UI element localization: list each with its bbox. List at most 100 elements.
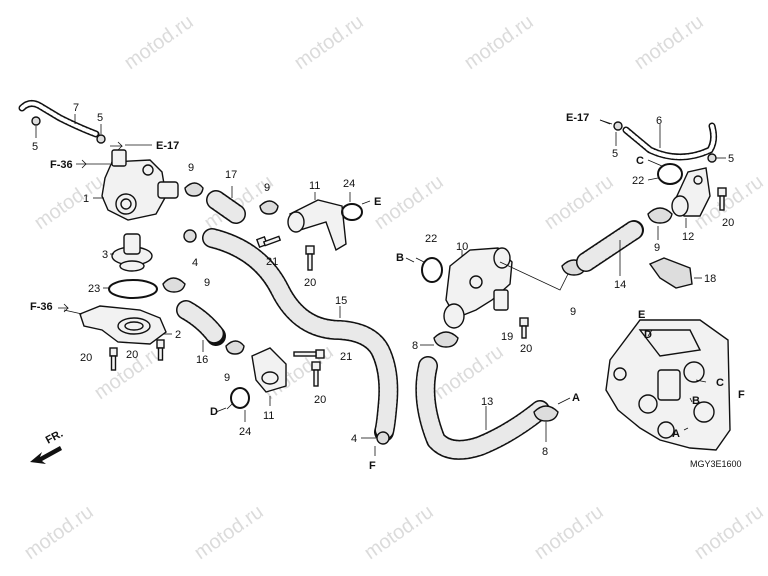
watermark-text: motod.ru xyxy=(30,171,107,234)
hose-17 xyxy=(206,190,246,224)
ref-e-engine[interactable]: E xyxy=(638,309,645,321)
label-part-6: 6 xyxy=(656,115,662,127)
clip-5-left xyxy=(31,116,41,126)
siphon-tube-6 xyxy=(622,122,718,161)
bolt-20-top xyxy=(305,245,315,271)
hose-clamp-9-c xyxy=(259,200,279,215)
label-part-8: 8 xyxy=(412,340,418,352)
label-part-1: 1 xyxy=(83,193,89,205)
label-part-9: 9 xyxy=(204,277,210,289)
bolt-20-left-2 xyxy=(156,339,165,361)
diagram-code: MGY3E1600 xyxy=(690,459,742,469)
ref-b-left[interactable]: B xyxy=(396,252,404,264)
label-part-16: 16 xyxy=(196,354,208,366)
label-part-21: 21 xyxy=(266,256,278,268)
water-pipe-11-lower xyxy=(251,347,287,393)
label-part-19: 19 xyxy=(501,331,513,343)
o-ring-22-right xyxy=(657,163,683,185)
front-direction-arrow-icon xyxy=(30,446,62,464)
water-joint-12 xyxy=(671,167,711,217)
bolt-21-lower xyxy=(293,349,325,359)
ref-a-engine[interactable]: A xyxy=(672,428,680,440)
label-part-13: 13 xyxy=(481,396,493,408)
ref-a-mid[interactable]: A xyxy=(572,392,580,404)
label-part-9: 9 xyxy=(224,372,230,384)
watermark-text: motod.ru xyxy=(190,501,267,564)
hose-clamp-8 xyxy=(433,331,459,348)
clip-5-upper xyxy=(96,134,106,144)
label-part-11: 11 xyxy=(309,180,320,192)
ref-e17-right[interactable]: E-17 xyxy=(566,112,589,124)
ref-f36-top[interactable]: F-36 xyxy=(50,159,73,171)
watermark-text: motod.ru xyxy=(290,11,367,74)
label-part-12: 12 xyxy=(682,231,694,243)
label-part-24: 24 xyxy=(239,426,251,438)
label-part-20: 20 xyxy=(722,217,734,229)
thermostat-housing-1 xyxy=(101,149,179,221)
label-part-18: 18 xyxy=(704,273,716,285)
label-part-22: 22 xyxy=(632,175,644,187)
watermark-text: motod.ru xyxy=(360,501,437,564)
radiator-hose-15 xyxy=(202,228,399,442)
ref-d-engine[interactable]: D xyxy=(644,329,652,341)
label-part-10: 10 xyxy=(456,241,468,253)
label-part-23: 23 xyxy=(88,283,100,295)
label-part-20: 20 xyxy=(80,352,92,364)
label-part-8: 8 xyxy=(542,446,548,458)
label-part-20: 20 xyxy=(126,349,138,361)
o-ring-22-left xyxy=(421,257,443,283)
ref-f36-mid[interactable]: F-36 xyxy=(30,301,53,313)
label-part-22: 22 xyxy=(425,233,437,245)
label-part-5: 5 xyxy=(612,148,618,160)
hose-clamp-9 xyxy=(162,277,186,293)
ref-e17-left[interactable]: E-17 xyxy=(156,140,179,152)
hose-clamp-9-b xyxy=(184,182,204,197)
reference-arrows xyxy=(58,119,611,413)
clip-5-right xyxy=(707,153,717,163)
label-part-24: 24 xyxy=(343,178,355,190)
water-pipe-11-top xyxy=(287,199,347,252)
o-ring-23 xyxy=(108,279,158,299)
water-inlet-joint-2 xyxy=(79,305,167,345)
ref-b-engine[interactable]: B xyxy=(692,395,700,407)
water-hose-16 xyxy=(176,300,226,346)
ref-f-engine[interactable]: F xyxy=(738,389,745,401)
part-labels: 7 5 5 E-17 F-36 1 9 17 9 11 24 E 4 21 3 … xyxy=(30,102,745,472)
bolt-19 xyxy=(493,289,509,311)
hose-clamp-9-f xyxy=(647,207,673,224)
clip-4-bottom xyxy=(376,431,390,445)
label-part-4: 4 xyxy=(192,257,198,269)
ref-f-bottom[interactable]: F xyxy=(369,460,376,472)
bolt-21-top xyxy=(255,235,282,249)
watermark-layer: motod.ru motod.ru motod.ru motod.ru moto… xyxy=(20,11,767,564)
bolt-20-left xyxy=(109,347,118,371)
clip-4 xyxy=(183,229,197,243)
watermark-text: motod.ru xyxy=(630,11,707,74)
bolt-20-pump xyxy=(519,317,529,339)
ref-c-right[interactable]: C xyxy=(636,155,644,167)
bolt-20-lower xyxy=(311,361,321,387)
label-part-4: 4 xyxy=(351,433,357,445)
label-part-14: 14 xyxy=(614,279,626,291)
label-part-9: 9 xyxy=(188,162,194,174)
front-direction-label: FR. xyxy=(44,428,65,447)
bolt-20-right xyxy=(717,187,727,211)
watermark-text: motod.ru xyxy=(20,501,97,564)
watermark-text: motod.ru xyxy=(540,171,617,234)
label-part-11: 11 xyxy=(263,410,274,422)
label-part-2: 2 xyxy=(175,329,181,341)
label-part-9: 9 xyxy=(654,242,660,254)
watermark-text: motod.ru xyxy=(120,11,197,74)
ref-e-top[interactable]: E xyxy=(374,196,381,208)
label-part-21: 21 xyxy=(340,351,352,363)
thermostat-3 xyxy=(111,233,153,272)
label-part-20: 20 xyxy=(304,277,316,289)
ref-d-left[interactable]: D xyxy=(210,406,218,418)
clip-5-right-top xyxy=(613,121,623,131)
hose-clamp-9-d xyxy=(225,340,245,355)
ref-c-engine[interactable]: C xyxy=(716,377,724,389)
label-part-3: 3 xyxy=(102,249,108,261)
water-hose-14 xyxy=(576,220,644,272)
